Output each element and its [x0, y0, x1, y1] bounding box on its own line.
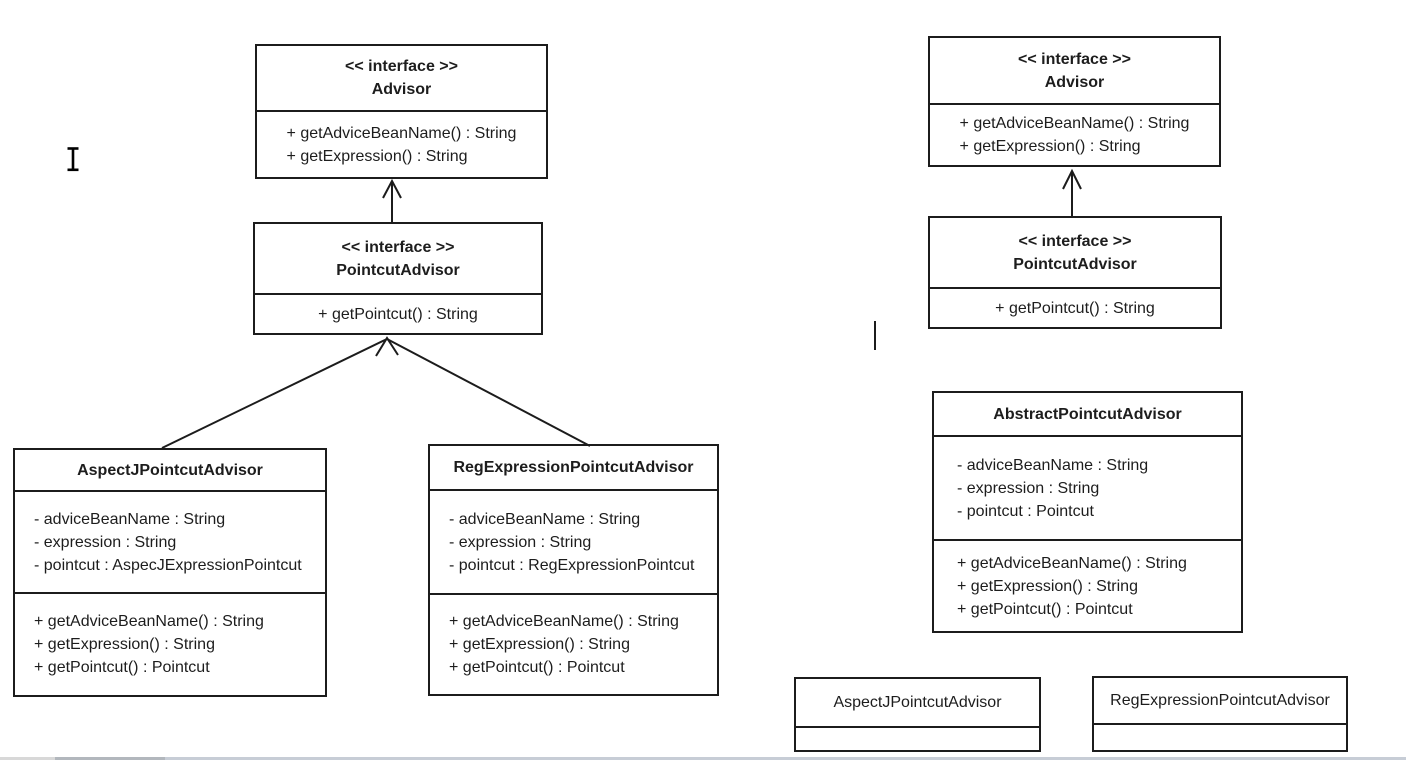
method-line: + getPointcut() : String: [318, 305, 478, 323]
generalization-arrow-left-children-to-pointcut: [161, 336, 591, 449]
class-title-compartment: RegExpressionPointcutAdvisor: [1094, 678, 1346, 723]
methods-compartment: + getAdviceBeanName() : String + getExpr…: [934, 539, 1241, 631]
field-line: - adviceBeanName : String: [957, 456, 1149, 474]
fields-compartment: - adviceBeanName : String - expression :…: [934, 435, 1241, 539]
method-line: + getExpression() : String: [34, 636, 215, 653]
class-title-compartment: AspectJPointcutAdvisor: [796, 679, 1039, 726]
fields-compartment: - adviceBeanName : String - expression :…: [15, 490, 325, 592]
stereotype-label: << interface >>: [345, 58, 458, 75]
class-name: PointcutAdvisor: [1013, 255, 1137, 273]
class-name: AspectJPointcutAdvisor: [77, 461, 263, 479]
class-box-aspectj-advisor[interactable]: AspectJPointcutAdvisor - adviceBeanName …: [13, 448, 327, 697]
class-name: AspectJPointcutAdvisor: [833, 694, 1002, 711]
class-title-compartment: << interface >> PointcutAdvisor: [255, 224, 541, 293]
method-line: + getExpression() : String: [449, 636, 630, 653]
stereotype-label: << interface >>: [1018, 50, 1131, 68]
class-name: RegExpressionPointcutAdvisor: [453, 459, 694, 476]
fields-compartment: - adviceBeanName : String - expression :…: [430, 489, 717, 593]
field-line: - expression : String: [449, 533, 592, 551]
empty-compartment: [796, 726, 1039, 750]
method-line: + getAdviceBeanName() : String: [449, 613, 679, 630]
field-line: - pointcut : RegExpressionPointcut: [449, 556, 695, 574]
class-title-compartment: << interface >> Advisor: [930, 38, 1219, 103]
methods-compartment: + getAdviceBeanName() : String + getExpr…: [257, 110, 546, 177]
method-line: + getPointcut() : Pointcut: [34, 659, 210, 676]
methods-compartment: + getPointcut() : String: [255, 293, 541, 333]
scrollbar-left-cap: [0, 757, 55, 760]
field-line: - expression : String: [957, 479, 1100, 497]
class-name: AbstractPointcutAdvisor: [993, 405, 1182, 423]
method-line: + getPointcut() : Pointcut: [957, 600, 1133, 618]
class-box-abstract-advisor[interactable]: AbstractPointcutAdvisor - adviceBeanName…: [932, 391, 1243, 633]
class-title-compartment: AspectJPointcutAdvisor: [15, 450, 325, 490]
class-name: Advisor: [1044, 73, 1105, 91]
method-line: + getAdviceBeanName() : String: [957, 554, 1187, 572]
generalization-arrow-right-pointcut-to-advisor: [1062, 168, 1082, 218]
class-title-compartment: AbstractPointcutAdvisor: [934, 393, 1241, 435]
method-line: + getPointcut() : String: [995, 299, 1155, 317]
methods-compartment: + getAdviceBeanName() : String + getExpr…: [15, 592, 325, 695]
class-box-regexp-advisor[interactable]: RegExpressionPointcutAdvisor - adviceBea…: [428, 444, 719, 696]
method-line: + getAdviceBeanName() : String: [959, 115, 1190, 132]
class-title-compartment: << interface >> PointcutAdvisor: [930, 218, 1220, 287]
methods-compartment: + getAdviceBeanName() : String + getExpr…: [930, 103, 1219, 165]
field-line: - pointcut : Pointcut: [957, 502, 1094, 520]
method-line: + getExpression() : String: [959, 138, 1141, 155]
class-box-pointcutadvisor-right[interactable]: << interface >> PointcutAdvisor + getPoi…: [928, 216, 1222, 329]
class-title-compartment: RegExpressionPointcutAdvisor: [430, 446, 717, 489]
class-box-pointcutadvisor-left[interactable]: << interface >> PointcutAdvisor + getPoi…: [253, 222, 543, 335]
class-box-aspectj-stub[interactable]: AspectJPointcutAdvisor: [794, 677, 1041, 752]
method-line: + getExpression() : String: [957, 577, 1138, 595]
method-line: + getPointcut() : Pointcut: [449, 659, 625, 676]
generalization-arrow-left-pointcut-to-advisor: [382, 178, 402, 224]
horizontal-scrollbar-thumb[interactable]: [55, 757, 165, 760]
methods-compartment: + getPointcut() : String: [930, 287, 1220, 327]
empty-compartment: [1094, 723, 1346, 750]
field-line: - adviceBeanName : String: [449, 510, 641, 528]
class-box-regexp-stub[interactable]: RegExpressionPointcutAdvisor: [1092, 676, 1348, 752]
stereotype-label: << interface >>: [1018, 232, 1132, 250]
method-line: + getAdviceBeanName() : String: [286, 124, 517, 142]
field-line: - pointcut : AspecJExpressionPointcut: [34, 556, 302, 574]
method-line: + getExpression() : String: [286, 147, 468, 165]
class-name: PointcutAdvisor: [336, 261, 460, 279]
class-title-compartment: << interface >> Advisor: [257, 46, 546, 110]
methods-compartment: + getAdviceBeanName() : String + getExpr…: [430, 593, 717, 694]
field-line: - adviceBeanName : String: [34, 510, 226, 528]
field-line: - expression : String: [34, 533, 177, 551]
class-name: RegExpressionPointcutAdvisor: [1110, 692, 1330, 709]
horizontal-scrollbar-track[interactable]: [0, 757, 1406, 760]
class-box-advisor-right[interactable]: << interface >> Advisor + getAdviceBeanN…: [928, 36, 1221, 167]
class-name: Advisor: [371, 81, 432, 98]
method-line: + getAdviceBeanName() : String: [34, 613, 264, 630]
text-ibeam-cursor: [67, 147, 79, 172]
stereotype-label: << interface >>: [341, 238, 455, 256]
class-box-advisor-left[interactable]: << interface >> Advisor + getAdviceBeanN…: [255, 44, 548, 179]
